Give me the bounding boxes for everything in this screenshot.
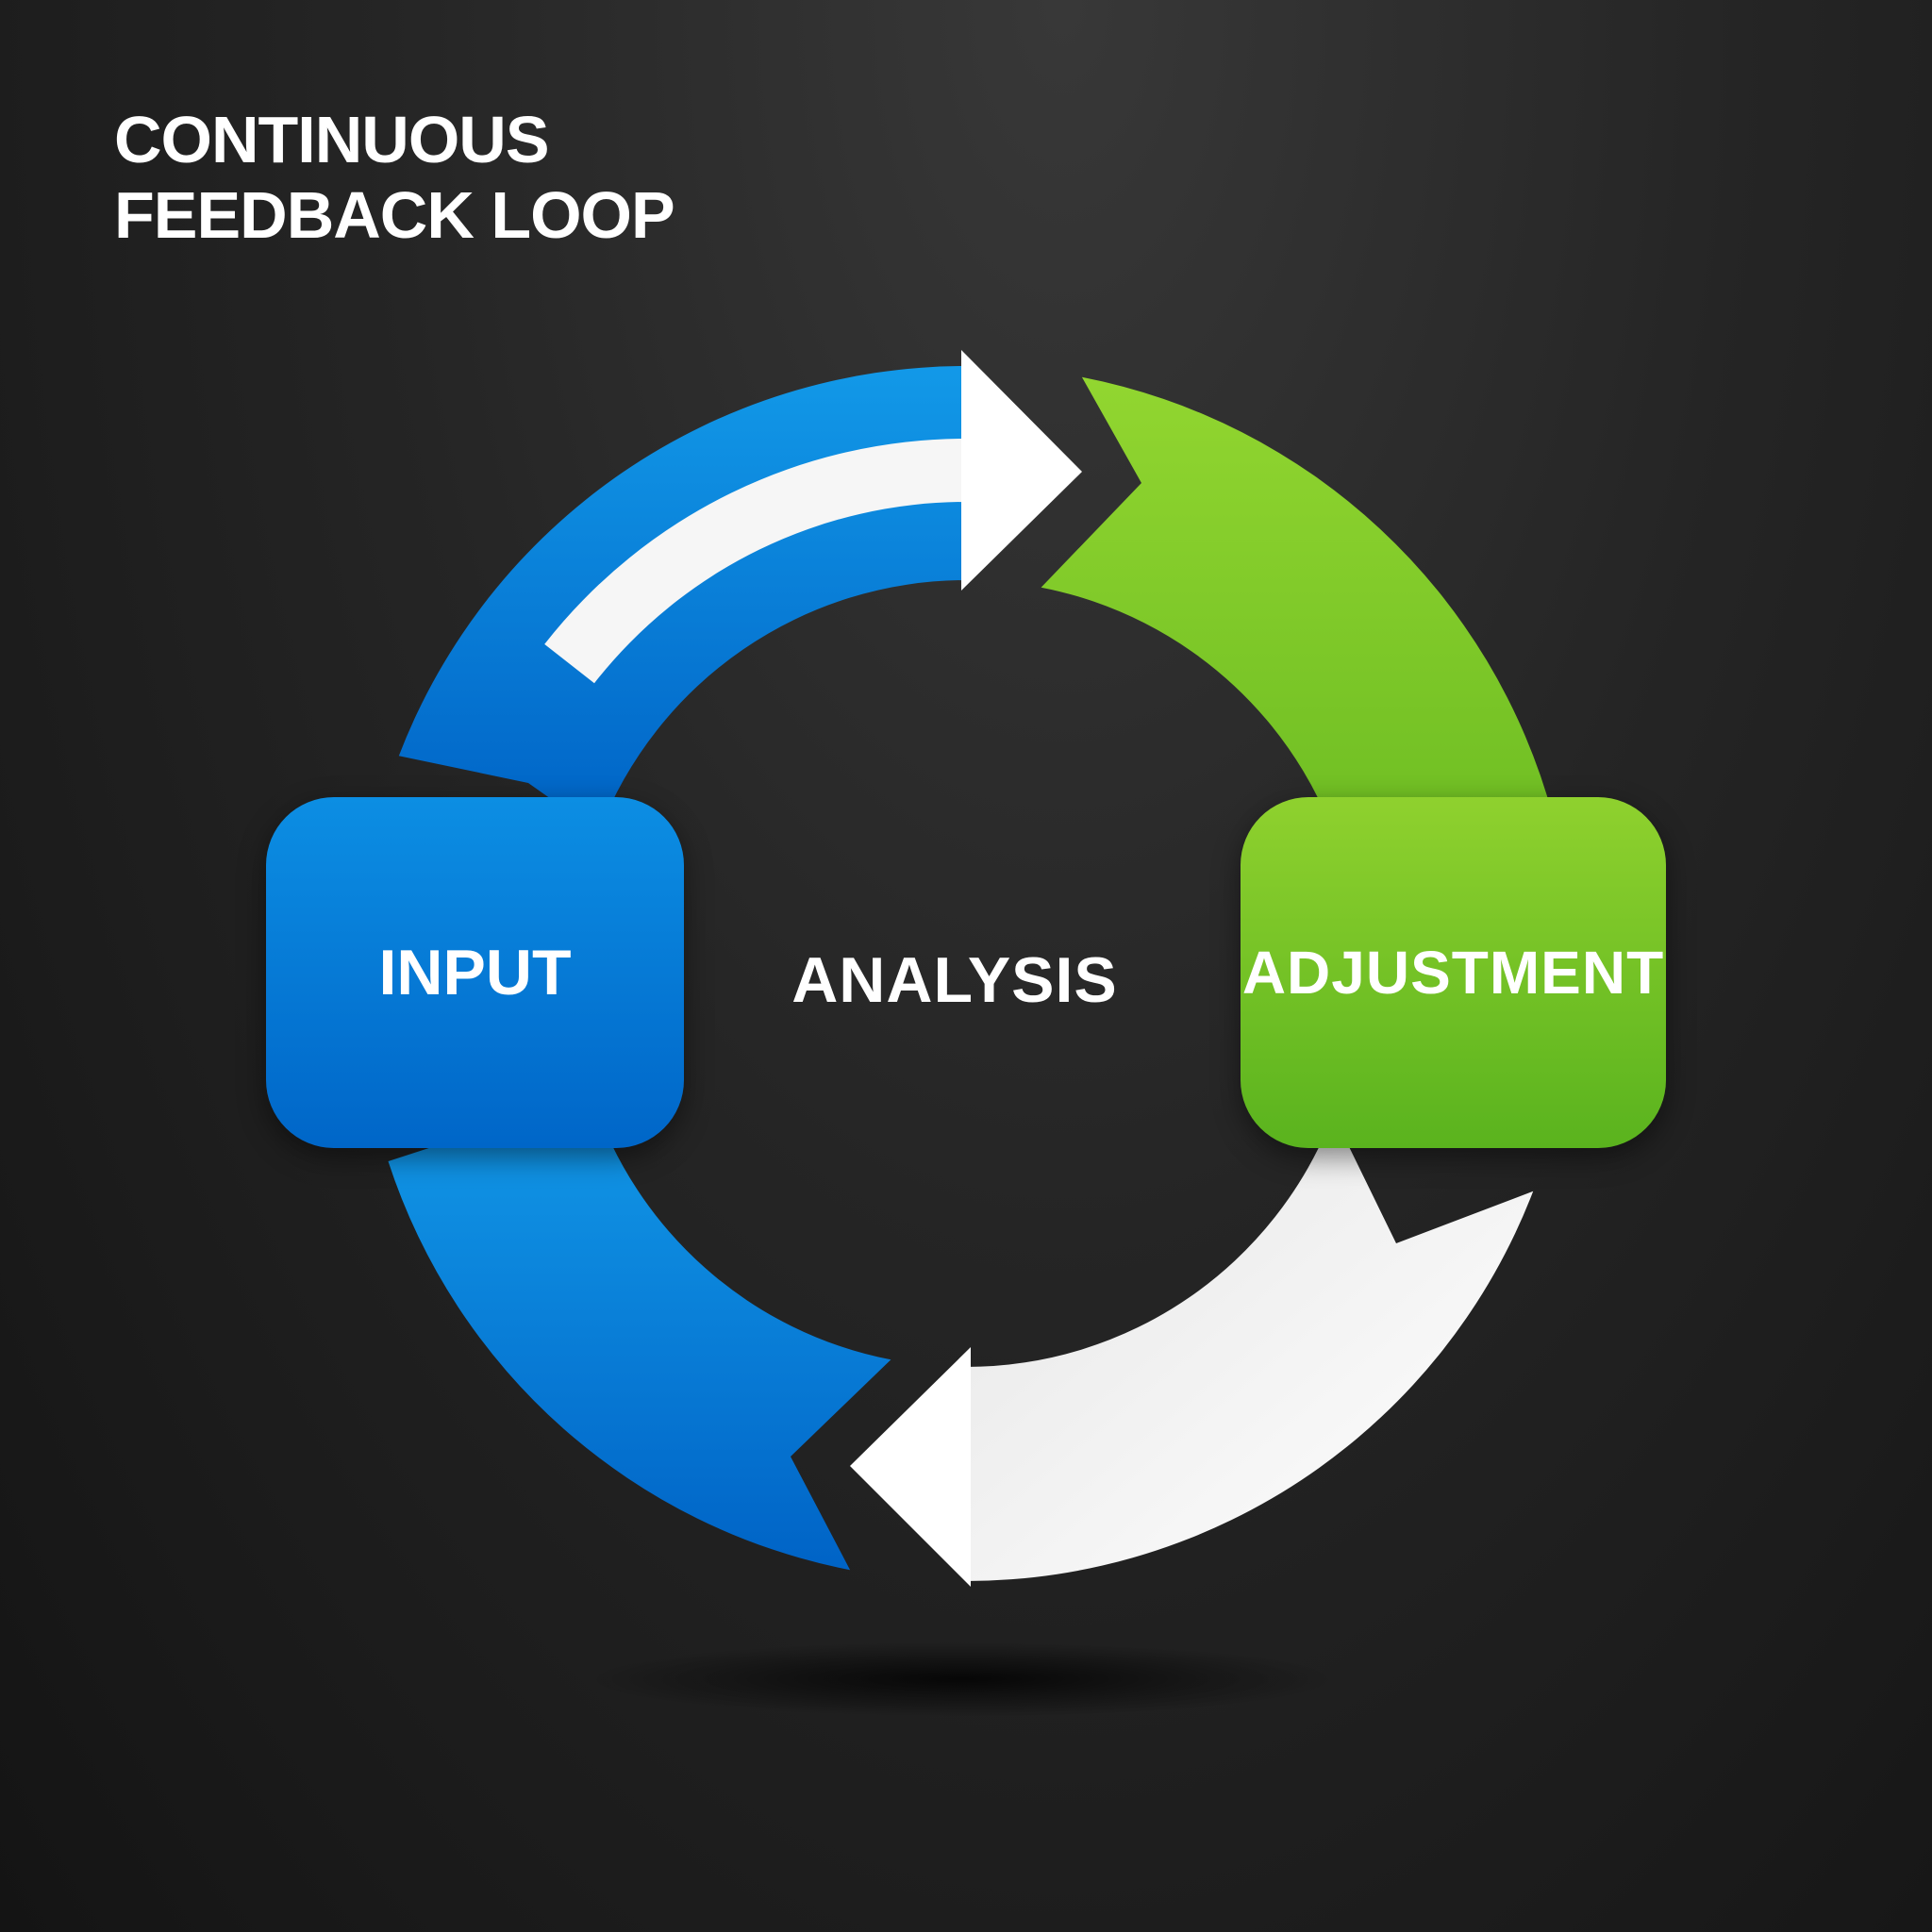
diagram-title: CONTINUOUS FEEDBACK LOOP bbox=[114, 102, 675, 253]
blue-lower-arc bbox=[388, 1094, 891, 1571]
input-stage-box: INPUT bbox=[266, 797, 684, 1148]
floor-shadow bbox=[585, 1641, 1340, 1717]
adjustment-stage-box: ADJUSTMENT bbox=[1241, 797, 1666, 1148]
white-lower-arc bbox=[966, 1114, 1534, 1581]
adjustment-label: ADJUSTMENT bbox=[1241, 939, 1665, 1007]
blue-upper-arc bbox=[398, 366, 966, 833]
green-arc bbox=[1041, 376, 1554, 873]
analysis-label: ANALYSIS bbox=[791, 944, 1118, 1016]
title-line-2: FEEDBACK LOOP bbox=[114, 178, 675, 252]
input-label: INPUT bbox=[378, 937, 572, 1008]
title-line-1: CONTINUOUS bbox=[114, 103, 550, 176]
arrowhead-right bbox=[961, 350, 1082, 591]
white-inner-band bbox=[544, 439, 966, 684]
arrowhead-left bbox=[850, 1347, 971, 1587]
